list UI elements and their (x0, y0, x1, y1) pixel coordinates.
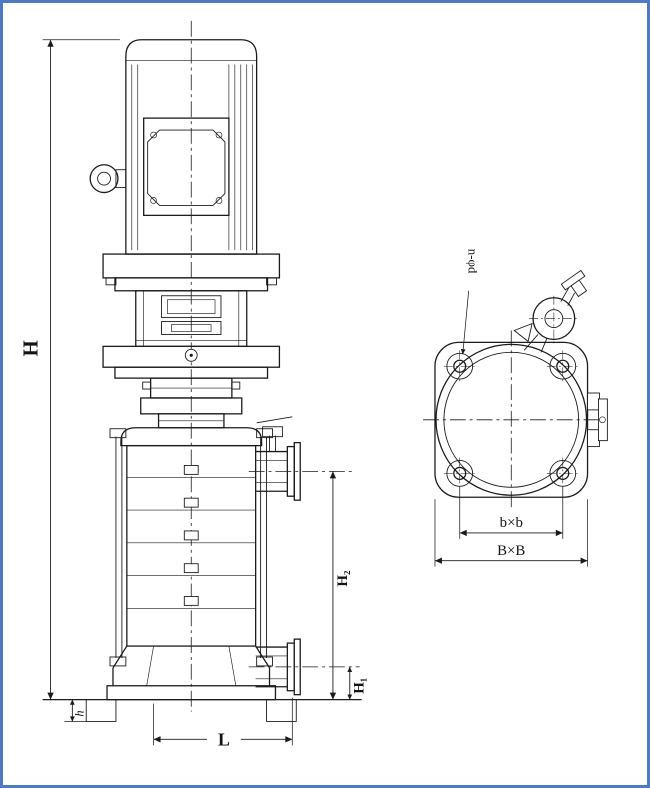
label-bolt-square: b×b (500, 515, 523, 531)
discharge-port (248, 416, 352, 501)
label-flange-square: B×B (497, 543, 525, 559)
coupling-window (161, 295, 222, 319)
lifting-eyebolt (89, 164, 127, 194)
callout-bolt-holes: n-φd (460, 249, 480, 355)
plug-fitting (560, 269, 588, 298)
gauge-cock (513, 269, 588, 353)
stage-stack (109, 428, 273, 667)
junction-box-cover (147, 129, 226, 206)
label-base-height: h (72, 710, 86, 716)
motor-body (125, 39, 258, 255)
top-view: n-φd b×b B×B (423, 249, 608, 567)
side-lug (587, 392, 608, 448)
casing-shoulder (120, 427, 263, 447)
pump-base (42, 645, 362, 722)
stage-joints (126, 477, 256, 609)
front-view: H H₂ H₁ h L (19, 20, 368, 749)
dimension-L: L (153, 697, 293, 749)
pump-technical-drawing: H H₂ H₁ h L (19, 20, 608, 749)
dimension-H: H (19, 39, 120, 700)
dimension-H1: H₁ (347, 666, 368, 700)
dimension-BxB: B×B (434, 499, 588, 567)
dimension-H2: H₂ (329, 471, 351, 700)
shaft-hubs (183, 465, 199, 606)
motor-fins (131, 64, 253, 251)
label-suction-height: H₁ (352, 678, 368, 694)
label-bolt-holes: n-φd (466, 249, 480, 274)
foundation-pad-right (266, 699, 297, 722)
dimension-h: h (64, 699, 86, 722)
suction-port (248, 638, 360, 696)
motor (89, 39, 258, 255)
dimension-bxb: b×b (459, 487, 564, 539)
foundation-pad-left (85, 699, 117, 722)
label-discharge-height: H₂ (335, 570, 351, 587)
tie-rods (109, 428, 273, 667)
vent-cock (256, 416, 293, 452)
label-overall-height: H (19, 340, 43, 356)
label-base-length: L (218, 729, 230, 749)
motor-junction-box (143, 117, 230, 217)
